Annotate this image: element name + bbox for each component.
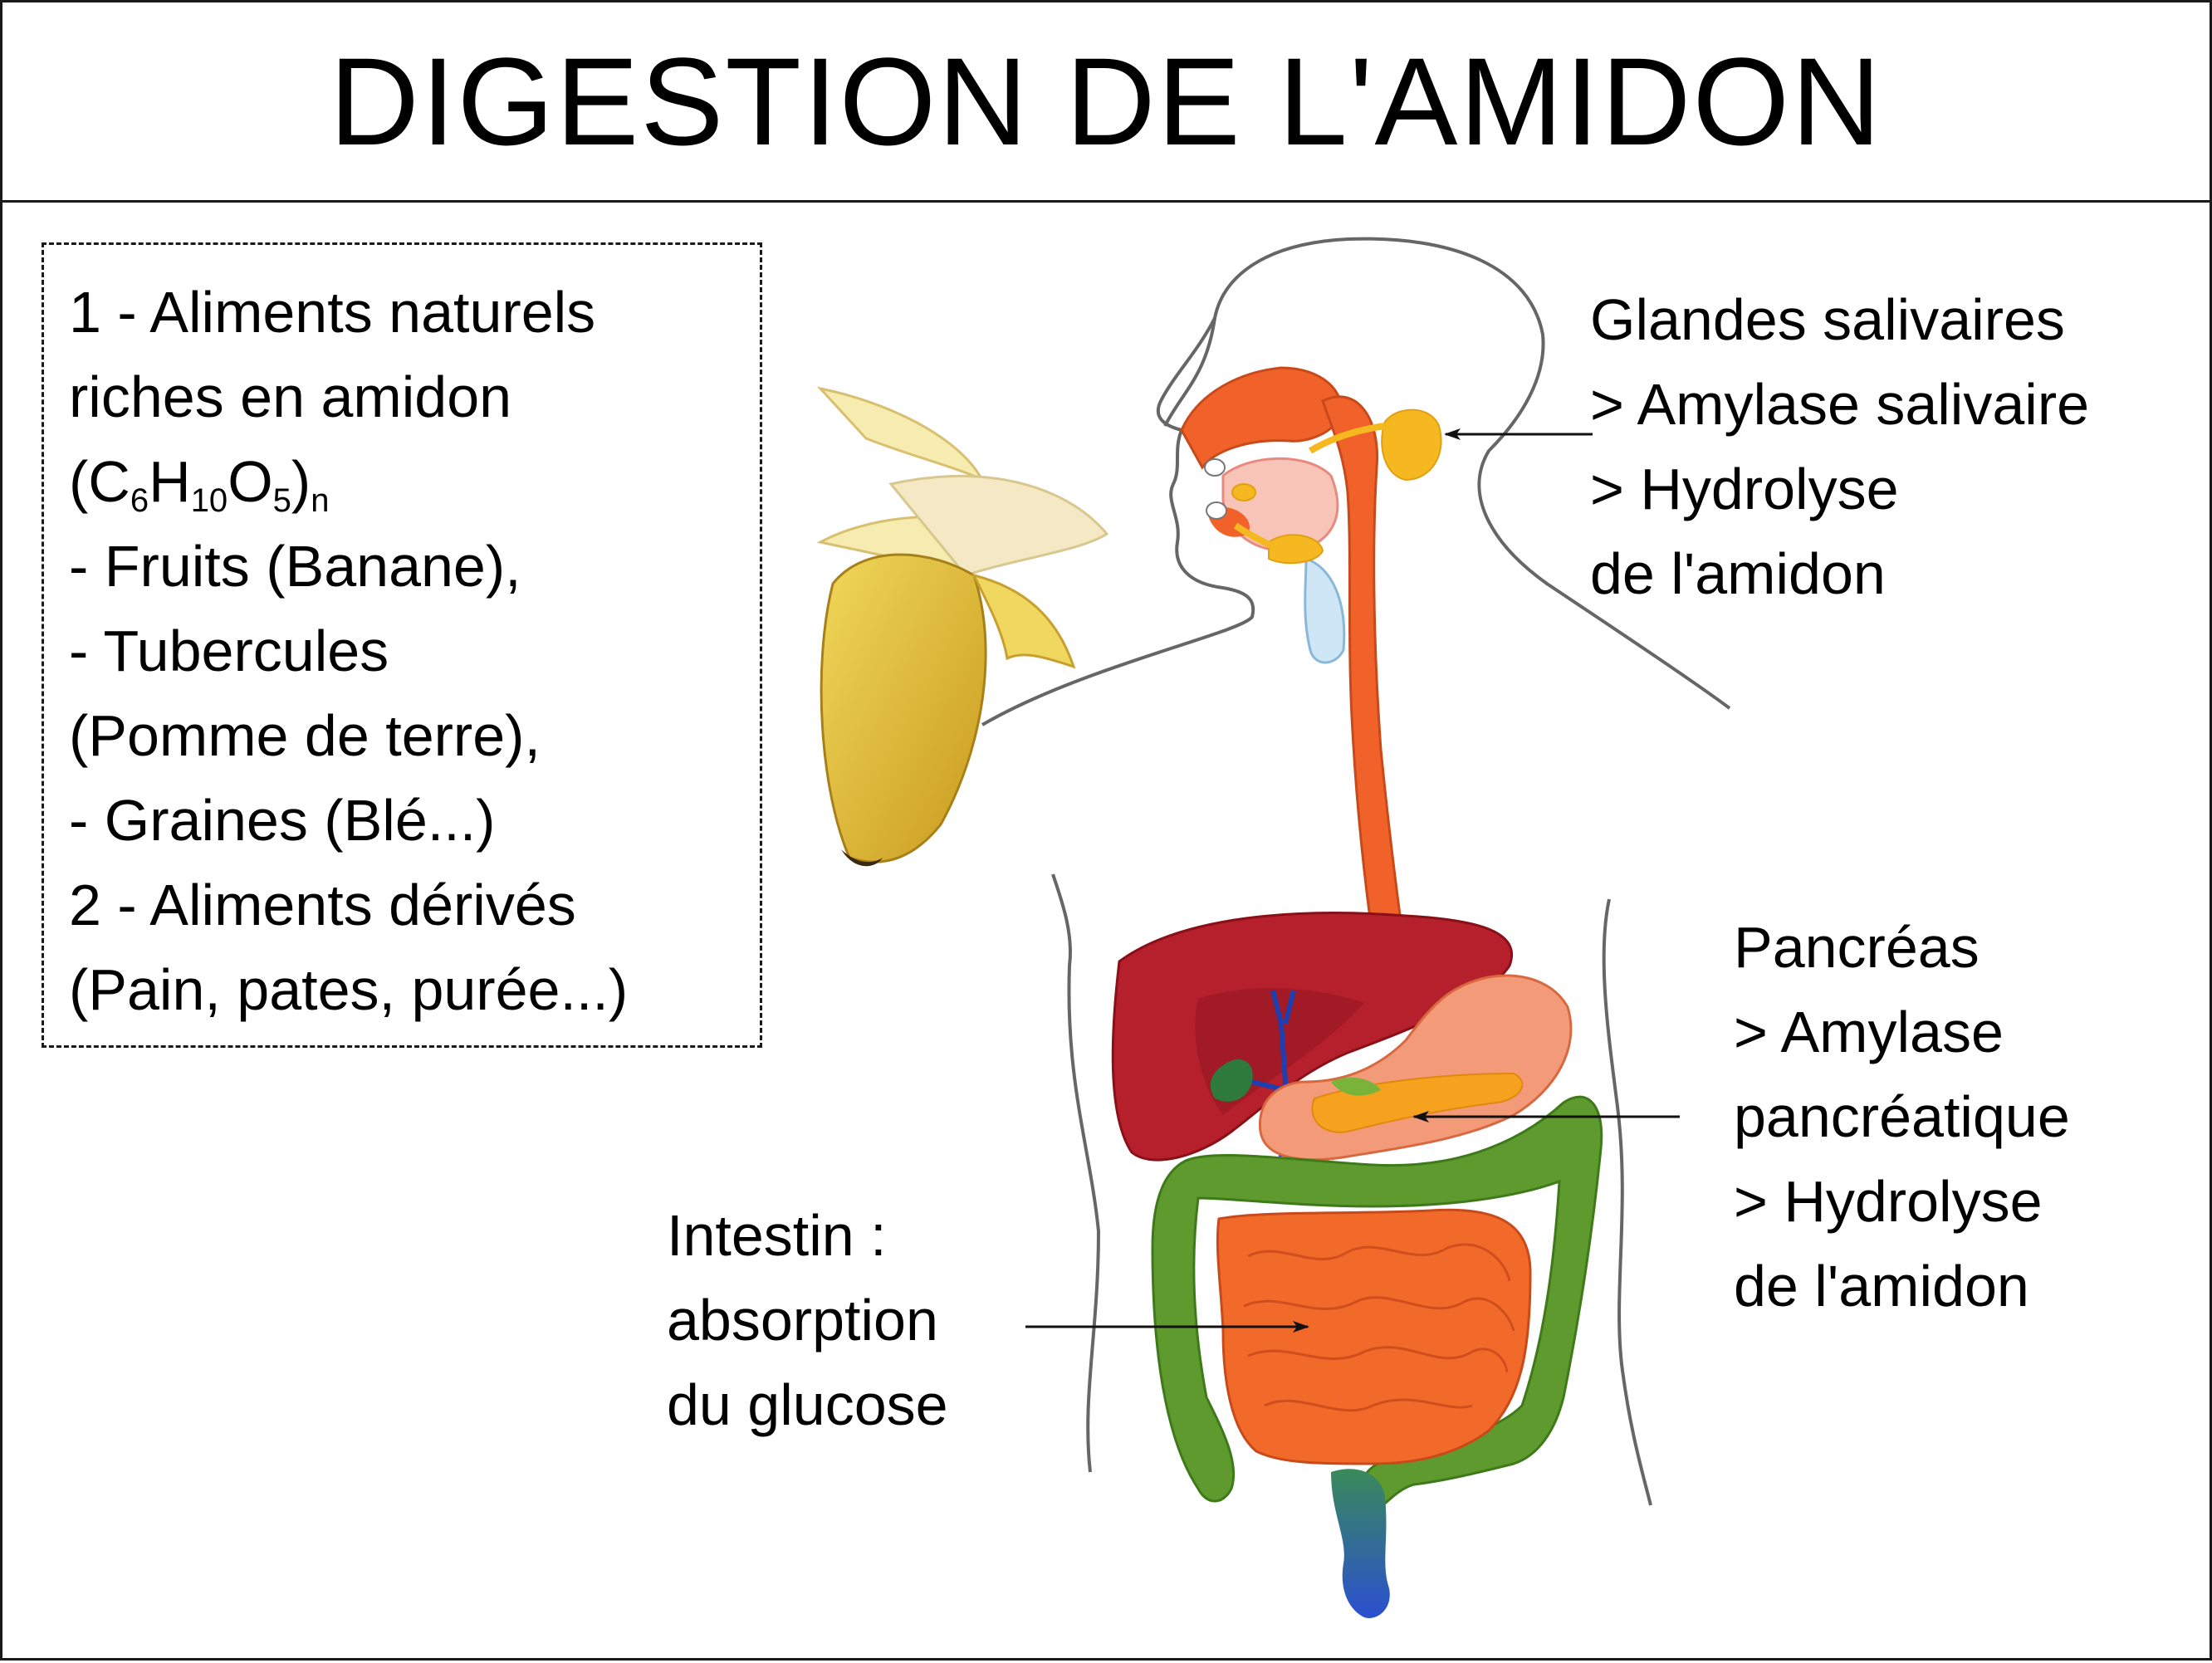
formula-open: (C	[69, 449, 130, 514]
oral-cavity	[1221, 457, 1339, 553]
formula-c-index: 6	[130, 482, 149, 519]
salivary-label-line: de l'amidon	[1590, 541, 1886, 606]
teeth-upper	[1204, 458, 1226, 477]
torso-right	[1602, 898, 1652, 1506]
salivary-label-line: > Amylase salivaire	[1590, 372, 2090, 437]
foods-heading-line-1: 1 - Aliments naturels	[69, 280, 596, 345]
gallbladder	[1210, 1059, 1253, 1102]
pancreas-label: Pancréas > Amylase pancréatique > Hydrol…	[1734, 905, 2070, 1328]
intestine-label-line: du glucose	[667, 1372, 948, 1437]
starch-formula: (C6H10O5)n	[69, 439, 760, 524]
pancreas-label-line: > Hydrolyse	[1734, 1169, 2043, 1234]
banana-peel-right	[971, 573, 1076, 669]
food-item: 2 - Aliments dérivés	[69, 873, 576, 937]
sublingual-gland	[1231, 483, 1256, 501]
title-bar: DIGESTION DE L'AMIDON	[2, 2, 2210, 203]
pancreas-label-line: Pancréas	[1734, 915, 1980, 980]
teeth-lower	[1206, 501, 1227, 520]
banana-peel-top	[816, 386, 986, 483]
palate	[1180, 366, 1343, 470]
intestine-label-line: Intestin :	[667, 1203, 887, 1268]
torso-left	[1051, 873, 1101, 1473]
formula-close: )	[291, 449, 311, 514]
food-item: - Fruits (Banane),	[69, 534, 521, 599]
formula-h: H	[149, 449, 191, 514]
foods-heading-line-2: riches en amidon	[69, 364, 512, 429]
banana-illustration	[816, 386, 1109, 867]
page-title: DIGESTION DE L'AMIDON	[329, 32, 1883, 171]
food-item: (Pomme de terre),	[69, 703, 541, 768]
pancreas-label-line: pancréatique	[1734, 1084, 2070, 1149]
head-outline	[1163, 237, 1731, 710]
pancreas-label-line: > Amylase	[1734, 1000, 2004, 1064]
sublingual-duct	[1233, 522, 1275, 550]
submandibular-gland	[1268, 534, 1324, 565]
colon	[1151, 1095, 1603, 1515]
banana-tip	[841, 849, 883, 867]
salivary-duct	[1308, 423, 1386, 454]
rectum	[1331, 1469, 1390, 1618]
salivary-glands	[1231, 408, 1442, 565]
formula-o-index: 5	[272, 482, 291, 519]
salivary-label-line: Glandes salivaires	[1590, 287, 2065, 352]
pancreas-label-line: de l'amidon	[1734, 1254, 2029, 1318]
food-item: - Tubercules	[69, 619, 389, 683]
mouth-and-esophagus	[1180, 366, 1449, 1022]
small-intestine-folds	[1243, 1243, 1515, 1412]
starch-foods-box: 1 - Aliments naturels riches en amidon (…	[42, 242, 762, 1048]
food-item: (Pain, pates, purée...)	[69, 957, 629, 1022]
formula-n: n	[311, 482, 330, 519]
formula-o: O	[228, 449, 273, 514]
formula-h-index: 10	[190, 482, 228, 519]
food-item: - Graines (Blé...)	[69, 788, 496, 853]
banana-body	[820, 553, 987, 863]
banana-fruit	[888, 474, 1109, 577]
body-outline	[981, 237, 1731, 1506]
parotid-gland	[1381, 408, 1442, 482]
intestine-label-line: absorption	[667, 1288, 938, 1352]
spleen	[1331, 1077, 1381, 1096]
salivary-glands-label: Glandes salivaires > Amylase salivaire >…	[1590, 277, 2089, 616]
trachea	[1304, 556, 1346, 664]
salivary-label-line: > Hydrolyse	[1590, 457, 1899, 521]
intestine-label: Intestin : absorption du glucose	[667, 1193, 948, 1447]
face-profile	[981, 317, 1255, 726]
